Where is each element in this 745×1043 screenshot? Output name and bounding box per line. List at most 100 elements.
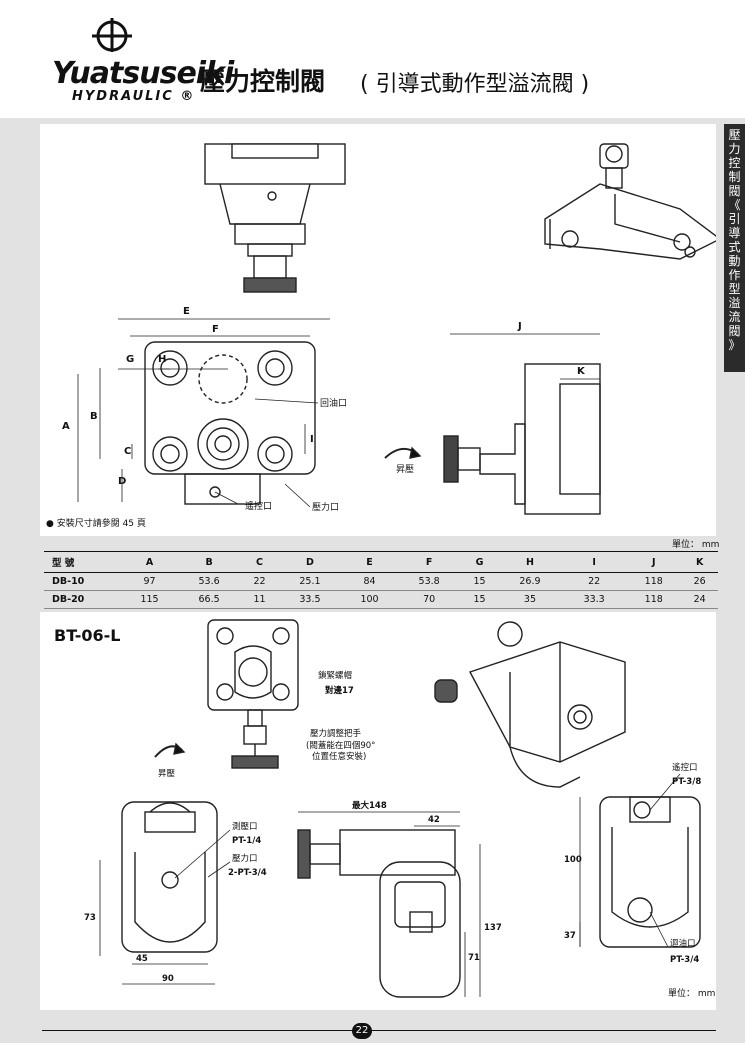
table-cell: 118 (626, 590, 682, 609)
col-header: C (241, 551, 278, 573)
dim-label-d: D (118, 476, 126, 487)
side-tab-char: 閥 (728, 184, 741, 198)
side-tab-char: 》 (728, 338, 741, 352)
table-cell: 11 (241, 590, 278, 609)
dim-42: 42 (428, 815, 440, 825)
col-header: I (562, 551, 627, 573)
table-cell: 53.6 (177, 572, 242, 591)
handle-note-line1: (閥蓋能在四個90° (306, 740, 375, 751)
table-cell: 115 (122, 590, 178, 609)
table-cell: 33.3 (562, 590, 627, 609)
table-cell: 33.5 (277, 590, 343, 609)
return-port-label-2: 迴油口 (670, 938, 696, 949)
side-tab-char: 作 (728, 268, 741, 282)
side-tab-char: 流 (728, 310, 741, 324)
table-cell: 118 (626, 572, 682, 591)
brand-subtitle: HYDRAULIC ® (72, 89, 196, 104)
col-header: D (277, 551, 343, 573)
lock-nut-label: 鎖緊螺帽 (318, 670, 352, 681)
dim-73: 73 (84, 913, 96, 923)
col-header: K (681, 551, 718, 573)
return-thread-label: PT-3/4 (670, 955, 699, 965)
table-cell: 35 (497, 590, 563, 609)
footer-line (42, 1030, 716, 1031)
table-cell: 53.8 (397, 572, 462, 591)
dim-100: 100 (564, 855, 582, 865)
raise-pressure-label: 昇壓 (396, 464, 414, 475)
side-tab-char: 溢 (728, 296, 741, 310)
remote-port-label: 遙控口 (245, 500, 272, 512)
table-cell: 97 (122, 572, 178, 591)
table-row: DB-10 97 53.6 22 25.1 84 53.8 15 26.9 22… (44, 572, 718, 591)
col-header: F (397, 551, 462, 573)
table-cell: 25.1 (277, 572, 343, 591)
table-cell: 66.5 (177, 590, 242, 609)
install-note: ● 安裝尺寸請參閱 45 頁 (46, 517, 146, 529)
dim-label-a: A (62, 421, 70, 432)
spec-table: 型 號 A B C D E F G H I J K DB-10 97 53.6 … (44, 551, 718, 609)
table-cell: 100 (342, 590, 398, 609)
table-cell: 70 (397, 590, 462, 609)
raise-pressure-label-2: 昇壓 (158, 769, 176, 779)
page-number: 22 (352, 1023, 372, 1039)
bt-valve-drawing: 鎖緊螺帽 對邊17 壓力調整把手 (閥蓋能在四個90° 位置任意安裝) 昇壓 測… (84, 619, 715, 999)
gauge-port-label: 測壓口 (232, 821, 258, 832)
col-header: E (342, 551, 398, 573)
dim-label-g: G (126, 354, 134, 365)
table-cell: 26 (681, 572, 718, 591)
table-cell: 22 (241, 572, 278, 591)
side-tab-char: 導 (728, 226, 741, 240)
side-tab-char: 引 (728, 212, 741, 226)
table-cell: 22 (562, 572, 627, 591)
handle-note-line2: 位置任意安裝) (312, 751, 366, 762)
adjust-handle-label: 壓力調整把手 (310, 728, 362, 739)
remote-port-label-2: 遙控口 (672, 762, 698, 773)
table-cell: 24 (681, 590, 718, 609)
page-subtitle: ( 引導式動作型溢流閥 ) (360, 72, 590, 97)
table-cell: 15 (461, 590, 498, 609)
col-header: H (497, 551, 563, 573)
side-tab: 壓力控制閥《引導式動作型溢流閥》 (724, 124, 745, 372)
dim-45: 45 (136, 954, 148, 964)
pressure-port-label: 壓力口 (312, 501, 339, 513)
dim-label-j: J (517, 321, 522, 332)
side-tab-char: 《 (728, 198, 741, 212)
table-cell: 26.9 (497, 572, 563, 591)
brand-logo-icon (92, 18, 132, 52)
dim-label-h: H (158, 354, 166, 365)
table-cell: 15 (461, 572, 498, 591)
dim-max148: 最大148 (352, 800, 387, 811)
col-header: J (626, 551, 682, 573)
gauge-thread-label: PT-1/4 (232, 836, 261, 846)
table-row: DB-20 115 66.5 11 33.5 100 70 15 35 33.3… (44, 590, 718, 609)
dim-label-k: K (577, 366, 586, 377)
table-cell: DB-10 (44, 572, 122, 591)
side-tab-char: 閥 (728, 324, 741, 338)
spec-unit-label: 單位： mm (672, 540, 720, 550)
side-tab-char: 動 (728, 254, 741, 268)
dim-label-b: B (90, 411, 98, 422)
bt-unit-label: 單位： mm (668, 987, 715, 999)
table-cell: 84 (342, 572, 398, 591)
dim-label-i: I (310, 434, 314, 445)
side-tab-char: 式 (728, 240, 741, 254)
across-flats-label: 對邊17 (325, 685, 354, 696)
dim-label-e: E (183, 306, 190, 317)
side-tab-char: 制 (728, 170, 741, 184)
page-header: Yuatsuseiki HYDRAULIC ® 壓力控制閥 ( 引導式動作型溢流… (0, 0, 745, 118)
table-cell: DB-20 (44, 590, 122, 609)
col-header: G (461, 551, 498, 573)
col-header: A (122, 551, 178, 573)
col-header: 型 號 (44, 551, 122, 573)
side-tab-char: 力 (728, 142, 741, 156)
section-title-bt: BT-06-L (54, 626, 121, 645)
side-tab-char: 型 (728, 282, 741, 296)
dim-37: 37 (564, 931, 576, 941)
dim-90: 90 (162, 974, 174, 984)
dim-label-f: F (212, 324, 219, 335)
brand-name: Yuatsuseiki (52, 56, 234, 91)
dim-137: 137 (484, 923, 502, 933)
side-tab-char: 壓 (728, 128, 741, 142)
side-tab-char: 控 (728, 156, 741, 170)
pressure-port-label-2: 壓力口 (232, 853, 258, 864)
